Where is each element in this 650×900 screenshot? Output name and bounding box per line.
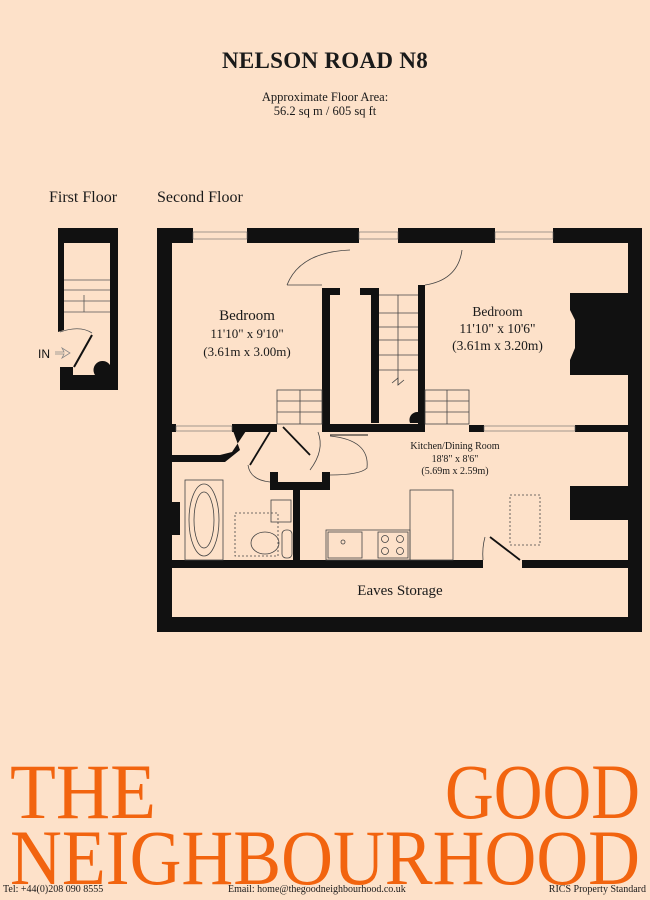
floor-area-value: 56.2 sq m / 605 sq ft (273, 104, 377, 118)
second-floor-label: Second Floor (157, 189, 243, 206)
room-imperial: 18'8" x 8'6" (431, 453, 479, 465)
entry-label: IN (38, 347, 50, 361)
room-bedroom-1: Bedroom 11'10" x 9'10" (3.61m x 3.00m) (172, 307, 322, 361)
room-imperial: 11'10" x 9'10" (210, 326, 284, 341)
fixtures (184, 249, 541, 561)
page-title: NELSON ROAD N8 (221, 48, 429, 73)
footer-email[interactable]: Email: home@thegoodneighbourhood.co.uk (228, 884, 406, 895)
second-floor-plan (157, 228, 642, 632)
brand-good: GOOD (445, 748, 640, 835)
room-name: Bedroom (219, 308, 275, 324)
entry-arrow-icon (55, 346, 71, 360)
room-metric: (3.61m x 3.00m) (203, 344, 291, 359)
footer-standard: RICS Property Standard (548, 884, 646, 895)
first-floor-label: First Floor (49, 189, 118, 206)
footer-tel: Tel: +44(0)208 090 8555 (3, 884, 104, 895)
room-name: Bedroom (472, 304, 523, 319)
first-floor-plan: IN (38, 228, 118, 390)
open-doors (249, 426, 521, 561)
room-name: Kitchen/Dining Room (410, 441, 500, 452)
brand-neighbourhood: NEIGHBOURHOOD (10, 814, 640, 900)
room-eaves-storage: Eaves Storage (357, 583, 443, 599)
stairs (276, 294, 470, 425)
windows (175, 231, 576, 432)
brand-the: THE (10, 748, 156, 835)
room-kitchen-dining: Kitchen/Dining Room 18'8" x 8'6" (5.69m … (380, 441, 530, 479)
room-metric: (5.69m x 2.59m) (421, 466, 489, 477)
floor-area-label: Approximate Floor Area: (261, 90, 389, 104)
room-imperial: 11'10" x 10'6" (459, 321, 536, 336)
room-metric: (3.61m x 3.20m) (452, 338, 543, 353)
room-bedroom-2: Bedroom 11'10" x 10'6" (3.61m x 3.20m) (425, 303, 570, 354)
